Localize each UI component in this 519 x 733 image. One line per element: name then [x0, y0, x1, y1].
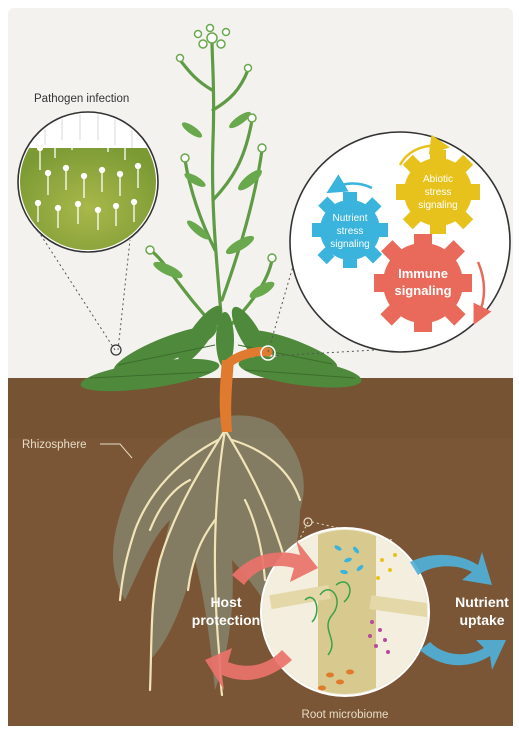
nutrient-stress-gear: Nutrient stress signaling	[312, 192, 388, 268]
nutrient-stress-label-3: signaling	[330, 239, 369, 250]
host-protection-label-1: Host	[210, 594, 241, 610]
abiotic-stress-label-3: signaling	[418, 200, 457, 211]
nutrient-uptake-label-2: uptake	[459, 612, 504, 628]
nutrient-stress-label-2: stress	[337, 226, 364, 237]
nutrient-uptake-label-1: Nutrient	[455, 594, 509, 610]
host-protection-label-2: protection	[192, 612, 260, 628]
rhizosphere-label: Rhizosphere	[22, 439, 87, 451]
immune-signaling-gear: Immune signaling	[374, 234, 472, 332]
pathogen-infection-label: Pathogen infection	[34, 93, 129, 105]
abiotic-stress-label-2: stress	[425, 187, 452, 198]
immune-signaling-label-1: Immune	[398, 266, 448, 281]
abiotic-stress-gear: Abiotic stress signaling	[396, 150, 480, 234]
nutrient-stress-label-1: Nutrient	[332, 213, 367, 224]
root-microbiome-label: Root microbiome	[302, 709, 389, 721]
immune-signaling-label-2: signaling	[394, 283, 451, 298]
abiotic-stress-label-1: Abiotic	[423, 174, 453, 185]
